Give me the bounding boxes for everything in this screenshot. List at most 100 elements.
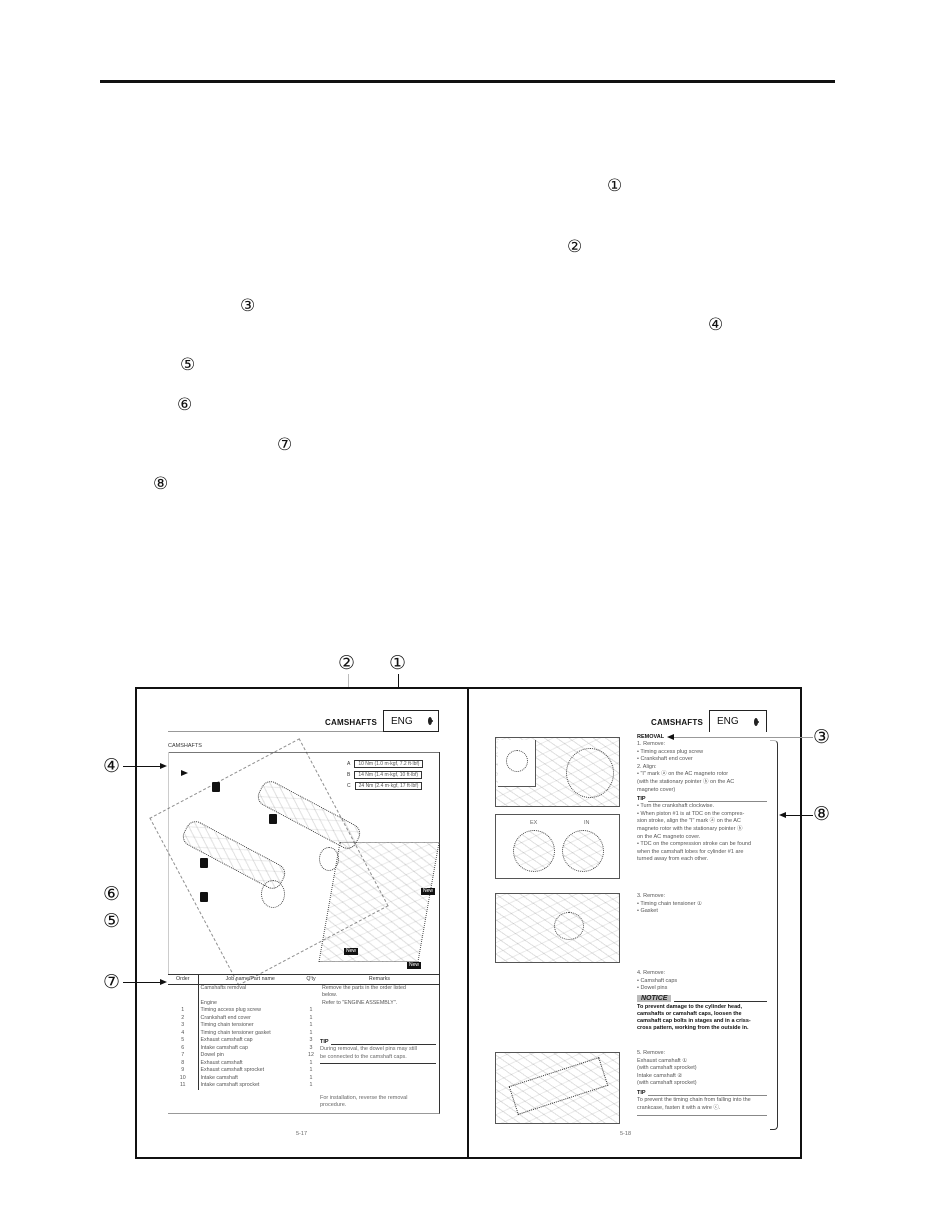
tip-label: TIP — [637, 1089, 646, 1096]
callout-marker: ③ — [240, 296, 256, 316]
cell-remarks: below. — [322, 992, 338, 998]
text-line: 5. Remove: — [637, 1050, 666, 1056]
cell-job: Intake camshaft — [200, 1074, 238, 1081]
torque-symbol: A — [347, 761, 351, 767]
left-page-number: 5-17 — [296, 1131, 308, 1137]
cell-order: 5 — [168, 1037, 199, 1045]
header-rule — [100, 80, 835, 83]
figure-callout-2: ② — [338, 652, 356, 674]
tip-text: During removal, the dowel pins may still — [320, 1046, 417, 1052]
col-qty: Q'ty — [302, 975, 320, 985]
install-note: For installation, reverse the removal — [320, 1095, 408, 1101]
figure-callout-5: ⑤ — [103, 910, 121, 932]
cell-job: Intake camshaft sprocket — [200, 1082, 260, 1088]
text-line: camshaft cap bolts in stages and in a cr… — [637, 1017, 751, 1024]
cell-job: Intake camshaft cap — [200, 1044, 248, 1051]
torque-value: 10 Nm (1.0 m·kgf, 7.2 ft·lbf) — [354, 760, 424, 768]
cell-order: 1 — [168, 1007, 199, 1015]
exhaust-sprocket-drawing — [513, 830, 555, 872]
table-row: Camshafts removal Remove the parts in the… — [168, 984, 439, 992]
lubricant-icon — [212, 782, 220, 792]
cell-qty — [302, 1000, 320, 1008]
text-line: 2. Align: — [637, 763, 657, 770]
notice-body: To prevent damage to the cylinder head,c… — [637, 1004, 767, 1032]
exhaust-sprocket-drawing — [261, 880, 285, 908]
text-line: crankcase, fasten it with a wire ⓒ. — [637, 1104, 721, 1111]
new-part-badge: New — [344, 948, 359, 955]
cell-job: Timing chain tensioner — [200, 1022, 254, 1028]
section-underline — [168, 752, 440, 753]
torque-value: 14 Nm (1.4 m·kgf, 10 ft·lbf) — [354, 771, 423, 779]
text-line: • "I" mark ⓐ on the AC magneto rotor — [637, 771, 729, 778]
torque-symbol: C — [347, 783, 351, 789]
tip-bottom-rule — [320, 1063, 436, 1065]
engine-icon — [427, 717, 433, 725]
cell-remarks — [320, 1067, 439, 1075]
page-divider — [467, 687, 469, 1159]
text-line: Exhaust camshaft ① — [637, 1057, 688, 1064]
engine-icon — [753, 717, 760, 726]
callout-8-arrowhead — [779, 812, 786, 818]
callout-7-leader — [123, 982, 163, 983]
cell-job: Camshafts removal — [200, 984, 247, 991]
left-section-title: CAMSHAFTS — [168, 743, 202, 749]
cell-job: Exhaust camshaft cap — [200, 1037, 253, 1043]
tip-body: To prevent the timing chain from falling… — [637, 1097, 767, 1112]
figure-callout-3: ③ — [813, 726, 831, 748]
tip-label: TIP — [320, 1039, 329, 1045]
in-label: IN — [584, 820, 590, 826]
text-line: • Turn the crankshaft clockwise. — [637, 803, 715, 810]
cell-qty: 1 — [309, 1082, 313, 1088]
cell-job: Exhaust camshaft — [200, 1059, 243, 1066]
cell-remarks — [320, 1082, 439, 1090]
cell-remarks: Remove the parts in the order listed — [322, 984, 406, 991]
cell-order: 10 — [168, 1074, 199, 1082]
tip-text: be connected to the camshaft caps. — [320, 1053, 407, 1060]
cell-job: Timing access plug screw — [200, 1007, 261, 1013]
cell-order — [168, 992, 199, 1000]
cell-order: 4 — [168, 1029, 199, 1037]
text-line: magneto rotor with the stationary pointe… — [637, 825, 743, 832]
left-header-title: CAMSHAFTS — [325, 718, 378, 727]
left-header-underline — [168, 731, 383, 732]
removal-heading: REMOVAL — [637, 734, 665, 740]
text-line: magneto cover) — [637, 786, 676, 793]
tip-bottom-rule — [637, 1115, 767, 1117]
tensioner-drawing — [554, 912, 584, 940]
figure-callout-7: ⑦ — [103, 971, 121, 993]
parts-table: Order Job name/Part name Q'ty Remarks Ca… — [168, 975, 439, 1090]
lubricant-icon — [269, 814, 277, 824]
cell-qty — [302, 984, 320, 992]
diagram-pointer-arrow — [181, 770, 188, 776]
cell-remarks — [320, 1007, 439, 1015]
intake-sprocket-drawing — [319, 847, 339, 871]
callout-3-arrowhead — [667, 734, 674, 740]
table-tip: TIP During removal, the dowel pins may s… — [320, 1039, 436, 1065]
text-line: cross pattern, working from the outside … — [637, 1024, 749, 1031]
cell-remarks — [320, 1022, 439, 1030]
cell-order: 8 — [168, 1059, 199, 1067]
table-header-row: Order Job name/Part name Q'ty Remarks — [168, 975, 439, 985]
cell-remarks — [320, 1075, 439, 1083]
step-3: 3. Remove:• Timing chain tensioner ①• Ga… — [637, 893, 767, 916]
callout-marker: ② — [567, 237, 583, 257]
text-line: on the AC magneto cover. — [637, 833, 701, 840]
tip-heading: TIP — [637, 1090, 767, 1097]
tip-rule — [330, 1044, 436, 1045]
callout-marker: ⑧ — [153, 474, 169, 494]
cell-qty — [302, 992, 320, 1000]
figure-callout-6: ⑥ — [103, 883, 121, 905]
tip-body: • Turn the crankshaft clockwise.• When p… — [637, 803, 767, 864]
figure-ac-magneto — [495, 737, 620, 807]
text-line: • Gasket — [637, 908, 658, 915]
text-line: (with camshaft sprocket) — [637, 1080, 697, 1087]
magneto-rotor-drawing — [566, 748, 614, 798]
callout-7-arrowhead — [160, 979, 167, 985]
